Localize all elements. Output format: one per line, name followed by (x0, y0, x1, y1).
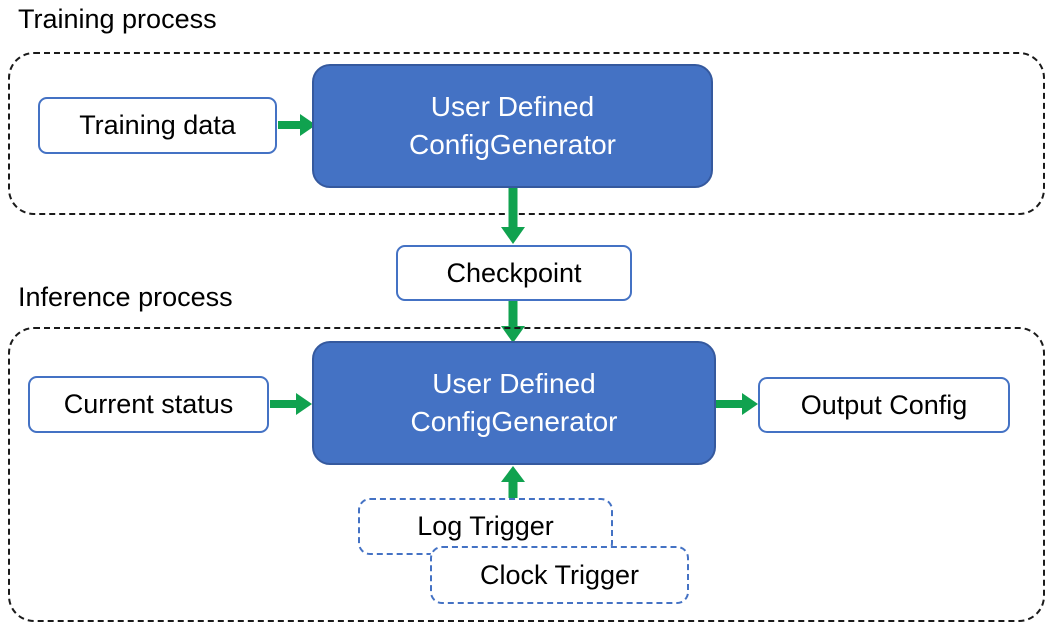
inference-process-container (8, 327, 1045, 622)
inference-process-label: Inference process (18, 282, 233, 312)
checkpoint-box: Checkpoint (396, 245, 632, 301)
output-config-label: Output Config (800, 389, 968, 420)
arrow-head (296, 393, 312, 415)
training-process-label: Training process (18, 4, 217, 34)
training-generator-label-line2: ConfigGenerator (408, 129, 616, 160)
arrow-current-status-to-generator-icon (270, 393, 312, 415)
clock-trigger-box: Clock Trigger (430, 546, 689, 604)
arrow-head (501, 466, 525, 482)
clock-trigger-label: Clock Trigger (479, 559, 640, 590)
arrow-generator-to-checkpoint-icon (500, 188, 526, 244)
arrow-training-data-to-generator-icon (278, 114, 316, 136)
arrow-shaft (278, 121, 301, 129)
arrow-triggers-to-generator-icon (500, 466, 526, 499)
current-status-label: Current status (63, 389, 234, 419)
arrow-head (501, 326, 525, 343)
inference-config-generator-box: User Defined ConfigGenerator (312, 341, 716, 465)
arrow-checkpoint-to-inference-generator-icon (500, 301, 526, 343)
current-status-box: Current status (28, 376, 269, 433)
arrow-generator-to-output-config-icon (716, 393, 758, 415)
arrow-head (742, 393, 758, 415)
arrow-shaft (508, 188, 518, 228)
arrow-shaft (716, 400, 743, 408)
arrow-shaft (508, 481, 518, 499)
arrow-shaft (508, 301, 518, 327)
arrow-shaft (270, 400, 297, 408)
training-config-generator-box: User Defined ConfigGenerator (312, 64, 713, 188)
inference-generator-label-line2: ConfigGenerator (410, 406, 618, 437)
log-trigger-label: Log Trigger (417, 511, 554, 541)
training-data-box: Training data (38, 97, 277, 154)
checkpoint-label: Checkpoint (446, 257, 582, 288)
training-data-label: Training data (79, 110, 236, 140)
output-config-box: Output Config (758, 377, 1010, 433)
arrow-head (501, 227, 525, 244)
inference-generator-label-line1: User Defined (432, 368, 596, 400)
training-process-container (8, 52, 1045, 215)
training-generator-label-line1: User Defined (430, 91, 595, 123)
